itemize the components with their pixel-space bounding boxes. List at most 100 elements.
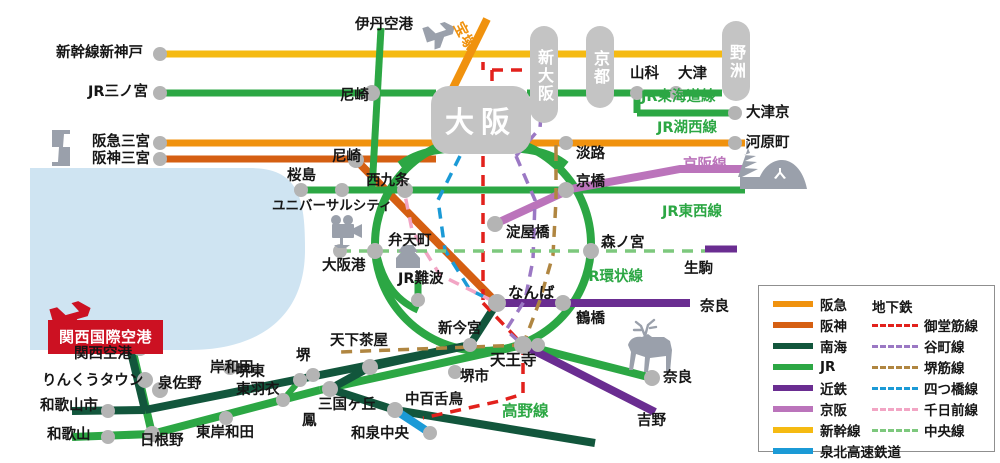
station-label-sakai-higashi[interactable]: 堺東 bbox=[236, 364, 265, 380]
station-label-tennoji[interactable]: 天王寺 bbox=[490, 351, 537, 369]
station-label-shinkansen-shin-kobe[interactable]: 新幹線新神戸 bbox=[56, 45, 143, 61]
legend-item-keihan[interactable]: 京阪 bbox=[773, 401, 847, 419]
legend-item-midosuji[interactable]: 御堂筋線 bbox=[872, 317, 978, 335]
legend-swatch-sennichimae bbox=[872, 407, 918, 411]
line-label-jr-kosei: JR湖西線 bbox=[657, 120, 718, 136]
station-dot bbox=[322, 381, 338, 397]
legend-swatch-nankai bbox=[773, 343, 813, 349]
station-label-hankyu-sannomiya[interactable]: 阪急三宮 bbox=[92, 134, 150, 150]
station-label-sakurajima[interactable]: 桜島 bbox=[287, 168, 316, 184]
station-label-sakaishi[interactable]: 堺市 bbox=[460, 369, 489, 385]
station-label-hanshin-sannomiya[interactable]: 阪神三宮 bbox=[92, 151, 150, 167]
legend-item-hanshin[interactable]: 阪神 bbox=[773, 317, 847, 335]
line-label-jr-loop: JR環状線 bbox=[583, 269, 644, 285]
line-keihan bbox=[493, 165, 745, 228]
station-label-izumisano[interactable]: 泉佐野 bbox=[158, 376, 202, 392]
legend-item-kintetsu[interactable]: 近鉄 bbox=[773, 380, 847, 398]
legend-label-tanimachi: 谷町線 bbox=[924, 340, 965, 356]
station-label-jr-namba[interactable]: JR難波 bbox=[398, 271, 444, 287]
line-jr-hanwa bbox=[319, 341, 524, 394]
station-dot bbox=[276, 393, 290, 407]
station-label-ikoma[interactable]: 生駒 bbox=[684, 261, 713, 277]
port-tower-icon-kobe bbox=[52, 130, 70, 166]
legend-item-yotsubashi[interactable]: 四つ橋線 bbox=[872, 380, 978, 398]
line-nankai-koya bbox=[369, 341, 471, 371]
line-subway-sakaisuji bbox=[521, 150, 558, 346]
legend-label-jr: JR bbox=[820, 359, 836, 375]
station-label-kishiwada[interactable]: 岸和田 bbox=[210, 360, 254, 376]
station-label-sakai[interactable]: 堺 bbox=[296, 348, 311, 364]
legend-swatch-jr bbox=[773, 364, 813, 370]
legend-item-shinkansen[interactable]: 新幹線 bbox=[773, 422, 861, 440]
legend-item-jr[interactable]: JR bbox=[773, 359, 835, 375]
station-label-nara-jr[interactable]: 奈良 bbox=[663, 370, 692, 386]
line-label-jr-tozai: JR東西線 bbox=[662, 204, 723, 220]
station-label-shin-imamiya[interactable]: 新今宮 bbox=[438, 321, 482, 337]
station-label-namba[interactable]: なんば bbox=[508, 284, 555, 302]
airplane-icon-itami bbox=[422, 22, 455, 50]
station-label-universal-city[interactable]: ユニバーサルシティ bbox=[272, 198, 393, 214]
station-label-kawaramachi[interactable]: 河原町 bbox=[746, 135, 790, 151]
station-dot bbox=[153, 152, 167, 166]
legend-item-nankai[interactable]: 南海 bbox=[773, 338, 847, 356]
station-label-tengachaya[interactable]: 天下茶屋 bbox=[330, 333, 388, 349]
station-label-nishikujo[interactable]: 西九条 bbox=[366, 173, 410, 189]
legend-item-chuo[interactable]: 中央線 bbox=[872, 422, 965, 440]
legend-item-hankyu[interactable]: 阪急 bbox=[773, 296, 847, 314]
airplane-icon-kansai bbox=[49, 301, 91, 334]
legend-swatch-tanimachi bbox=[872, 344, 918, 348]
station-label-yodoyabashi[interactable]: 淀屋橋 bbox=[506, 225, 550, 241]
station-dot bbox=[293, 373, 307, 387]
legend-label-chuo: 中央線 bbox=[924, 424, 965, 440]
kansai-airport-badge[interactable]: 関西国際空港 bbox=[48, 320, 164, 354]
legend-item-sakaisuji[interactable]: 堺筋線 bbox=[872, 359, 965, 377]
station-label-nara-kintetsu[interactable]: 奈良 bbox=[700, 299, 729, 315]
major-station-osaka[interactable]: 大阪 bbox=[431, 86, 531, 154]
line-hanshin-namba bbox=[353, 157, 500, 306]
station-label-itami-airport[interactable]: 伊丹空港 bbox=[355, 17, 413, 33]
station-dot bbox=[348, 152, 364, 168]
legend-item-tanimachi[interactable]: 谷町線 bbox=[872, 338, 965, 356]
legend-swatch-midosuji bbox=[872, 323, 918, 327]
legend-swatch-keihan bbox=[773, 406, 813, 412]
station-label-bentencho[interactable]: 弁天町 bbox=[388, 233, 432, 249]
station-label-tsuruhashi[interactable]: 鶴橋 bbox=[576, 311, 605, 327]
station-label-osaka-ko[interactable]: 大阪港 bbox=[322, 258, 366, 274]
station-label-wakayamashi[interactable]: 和歌山市 bbox=[40, 398, 98, 414]
legend-item-senboku[interactable]: 泉北高速鉄道 bbox=[773, 443, 901, 461]
station-label-higashi-kishiwada[interactable]: 東岸和田 bbox=[196, 425, 254, 441]
station-label-jr-sannomiya[interactable]: JR三ノ宮 bbox=[88, 84, 149, 100]
station-label-hineno[interactable]: 日根野 bbox=[140, 433, 184, 449]
station-label-nakamozu[interactable]: 中百舌鳥 bbox=[405, 392, 463, 408]
station-label-wakayama[interactable]: 和歌山 bbox=[47, 427, 91, 443]
station-label-rinku-town[interactable]: りんくうタウン bbox=[42, 373, 144, 389]
major-station-yasu[interactable]: 野洲 bbox=[722, 21, 750, 101]
station-label-yamashina[interactable]: 山科 bbox=[630, 66, 659, 82]
station-label-otori[interactable]: 鳳 bbox=[302, 413, 317, 429]
station-label-kyobashi[interactable]: 京橋 bbox=[576, 174, 605, 190]
station-label-otsu[interactable]: 大津 bbox=[678, 66, 707, 82]
station-label-izumi-chuo[interactable]: 和泉中央 bbox=[351, 426, 409, 442]
station-label-awaji[interactable]: 淡路 bbox=[576, 146, 605, 162]
major-station-shin-osaka[interactable]: 新大阪 bbox=[530, 26, 558, 123]
station-label-amagasaki-hanshin[interactable]: 尼崎 bbox=[332, 149, 361, 165]
legend-item-sennichimae[interactable]: 千日前線 bbox=[872, 401, 978, 419]
station-label-morinomiya[interactable]: 森ノ宮 bbox=[601, 235, 645, 251]
station-dot bbox=[101, 404, 115, 418]
station-label-higashi-hagoromo[interactable]: 東羽衣 bbox=[236, 382, 280, 398]
line-nankai-koya3 bbox=[328, 385, 397, 414]
line-jr-hanwa-2 bbox=[150, 386, 322, 438]
station-label-yoshino[interactable]: 吉野 bbox=[637, 413, 666, 429]
station-label-otsukyo[interactable]: 大津京 bbox=[746, 105, 790, 121]
station-label-mikunigaoka[interactable]: 三国ヶ丘 bbox=[318, 397, 376, 413]
station-label-amagasaki-jr[interactable]: 尼崎 bbox=[340, 88, 369, 104]
station-dot bbox=[152, 382, 168, 398]
station-label-kansai-airport[interactable]: 関西空港 bbox=[74, 346, 132, 362]
legend-swatch-kintetsu bbox=[773, 385, 813, 391]
deer-icon-nara bbox=[628, 318, 672, 372]
legend-swatch-hanshin bbox=[773, 322, 813, 328]
major-station-kyoto[interactable]: 京都 bbox=[586, 26, 614, 108]
legend-label-hanshin: 阪神 bbox=[820, 319, 847, 335]
station-dot bbox=[364, 85, 380, 101]
